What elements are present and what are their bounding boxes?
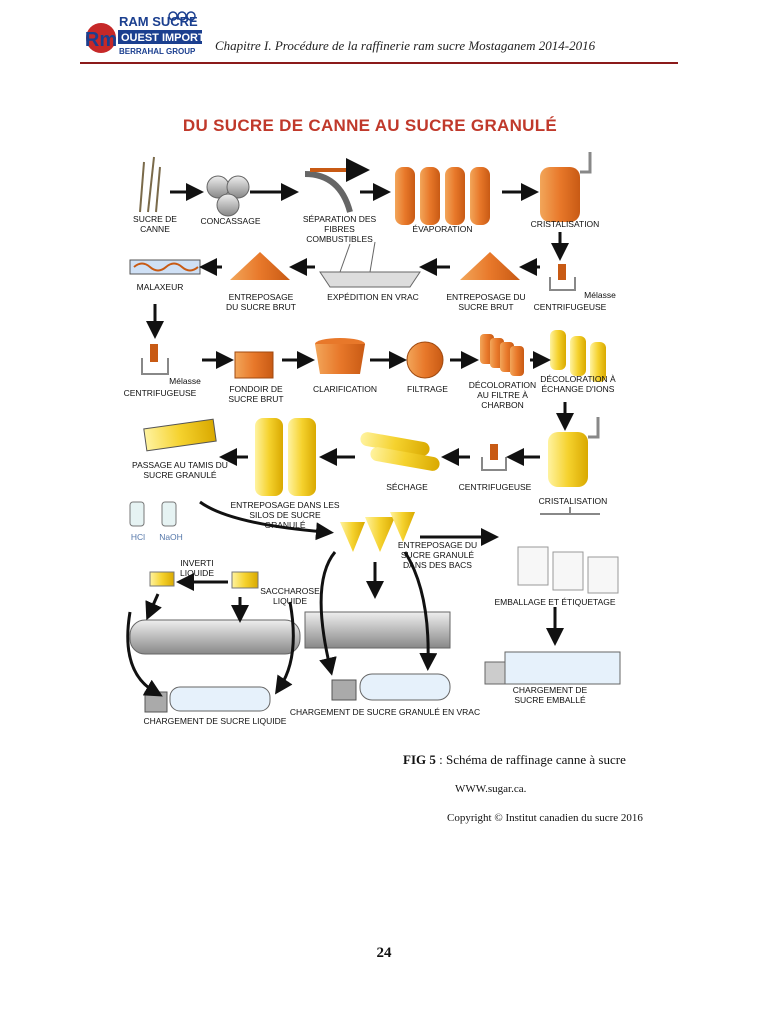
label-mixer: MALAXEUR (136, 282, 184, 292)
mixer-icon (129, 259, 201, 275)
label-drying: SÉCHAGE (386, 482, 428, 492)
company-logo: Rm RAM SUCRE OUEST IMPORT BERRAHAL GROUP (85, 11, 203, 56)
clarifier-icon (315, 338, 365, 374)
charcoal-filters-icon (480, 334, 524, 376)
dryer-icon (360, 432, 440, 471)
label-filtering: FILTRAGE (407, 384, 448, 394)
centrifuge-icon-1 (549, 264, 576, 291)
raw-sugar-pile-2 (460, 252, 520, 280)
label-bulk-loading: CHARGEMENT DE SUCRE GRANULÉ EN VRAC (289, 707, 481, 717)
label-liquid-loading: CHARGEMENT DE SUCRE LIQUIDE (143, 716, 287, 726)
label-melter: FONDOIR DE SUCRE BRUT (228, 384, 284, 404)
label-crushing: CONCASSAGE (200, 216, 261, 226)
copyright-notice: Copyright © Institut canadien du sucre 2… (447, 812, 643, 824)
label-molasses-1: Mélasse (584, 290, 616, 300)
sieve-icon (143, 418, 217, 452)
label-sieving: PASSAGE AU TAMIS DU SUCRE GRANULÉ (132, 460, 228, 480)
crystallizer-icon-2 (548, 417, 600, 487)
ion-exchange-icon (550, 330, 606, 382)
label-charcoal-decoloring: DÉCOLORATION AU FILTRE À CHARBON (468, 380, 537, 410)
centrifuge-icon-2 (141, 344, 169, 375)
label-bin-storage: ENTREPOSAGE DU SUCRE GRANULÉ DANS DES BA… (397, 540, 478, 570)
label-packaging: EMBALLAGE ET ÉTIQUETAGE (494, 597, 616, 607)
label-packaged-loading: CHARGEMENT DE SUCRE EMBALLÉ (512, 685, 588, 705)
crystallizer-icon-1 (540, 152, 592, 222)
logo-banner (118, 30, 202, 44)
ship-icon (319, 241, 421, 288)
label-molasses-2: Mélasse (169, 376, 201, 386)
sugarcane-icon (139, 156, 161, 213)
label-raw-storage-1: ENTREPOSAGE DU SUCRE BRUT (226, 292, 296, 312)
label-naoh: NaOH (159, 532, 183, 542)
naoh-bottle-icon (161, 501, 177, 527)
invert-tank-icon (149, 571, 175, 587)
logo-line-3: BERRAHAL GROUP (119, 47, 196, 56)
header-title: Chapitre I. Procédure de la raffinerie r… (215, 38, 596, 53)
evaporators-icon (395, 167, 490, 225)
packaged-truck-icon (484, 651, 621, 685)
label-sugarcane: SUCRE DE CANNE (133, 214, 177, 234)
filter-wheel-icon (406, 341, 444, 379)
flow-arrows (126, 183, 574, 697)
label-centrifuge-1: CENTRIFUGEUSE (533, 302, 607, 312)
label-silo-storage: ENTREPOSAGE DANS LES SILOS DE SUCRE GRAN… (230, 500, 340, 530)
raw-sugar-pile-1 (230, 252, 290, 280)
separation-icon (304, 171, 353, 213)
liquid-tanker-truck-icon (144, 686, 271, 713)
label-centrifuge-2: CENTRIFUGEUSE (123, 388, 197, 398)
label-sucrose-liquid: SACCHAROSE LIQUIDE (260, 586, 320, 606)
label-evaporation: ÉVAPORATION (412, 224, 473, 234)
diagram-title: DU SUCRE DE CANNE AU SUCRE GRANULÉ (182, 116, 558, 135)
figure-caption: FIG 5 : Schéma de raffinage canne à sucr… (403, 752, 626, 768)
sucrose-tank-icon (231, 571, 259, 589)
crusher-rollers-icon (206, 175, 250, 217)
label-centrifuge-3: CENTRIFUGEUSE (458, 482, 532, 492)
figure-caption-text: : Schéma de raffinage canne à sucre (435, 752, 626, 767)
logo-monogram: Rm (85, 29, 117, 51)
label-hcl: HCl (130, 532, 146, 542)
rail-tank-car-icon (129, 619, 301, 655)
bulk-tanker-truck-icon (331, 673, 451, 701)
figure-number: FIG 5 (403, 752, 436, 767)
melter-icon (234, 351, 274, 379)
label-ion-decoloring: DÉCOLORATION À ÉCHANGE D'IONS (540, 374, 616, 394)
storage-bins-icon (340, 512, 415, 552)
label-raw-storage-2: ENTREPOSAGE DU SUCRE BRUT (446, 292, 526, 312)
refining-diagram: DU SUCRE DE CANNE AU SUCRE GRANULÉ (110, 112, 630, 737)
page-number: 24 (376, 945, 392, 961)
hcl-bottle-icon (129, 501, 145, 527)
label-clarification: CLARIFICATION (312, 384, 378, 394)
label-bulk-shipping: EXPÉDITION EN VRAC (327, 292, 419, 302)
packaging-icon (517, 507, 619, 594)
source-link[interactable]: WWW.sugar.ca. (455, 783, 527, 795)
diagram-graphics (126, 152, 621, 713)
logo-circle (86, 23, 116, 53)
header-rule (80, 62, 678, 64)
silos-icon (255, 418, 316, 496)
label-crystallization-2: CRISTALISATION (538, 496, 608, 506)
label-invert-liquid: INVERTI LIQUIDE (179, 558, 214, 578)
centrifuge-icon-3 (481, 444, 507, 471)
logo-line-2: OUEST IMPORT (121, 32, 203, 44)
label-crystallization-1: CRISTALISATION (530, 219, 600, 229)
label-separation: SÉPARATION DES FIBRES COMBUSTIBLES (302, 214, 377, 244)
